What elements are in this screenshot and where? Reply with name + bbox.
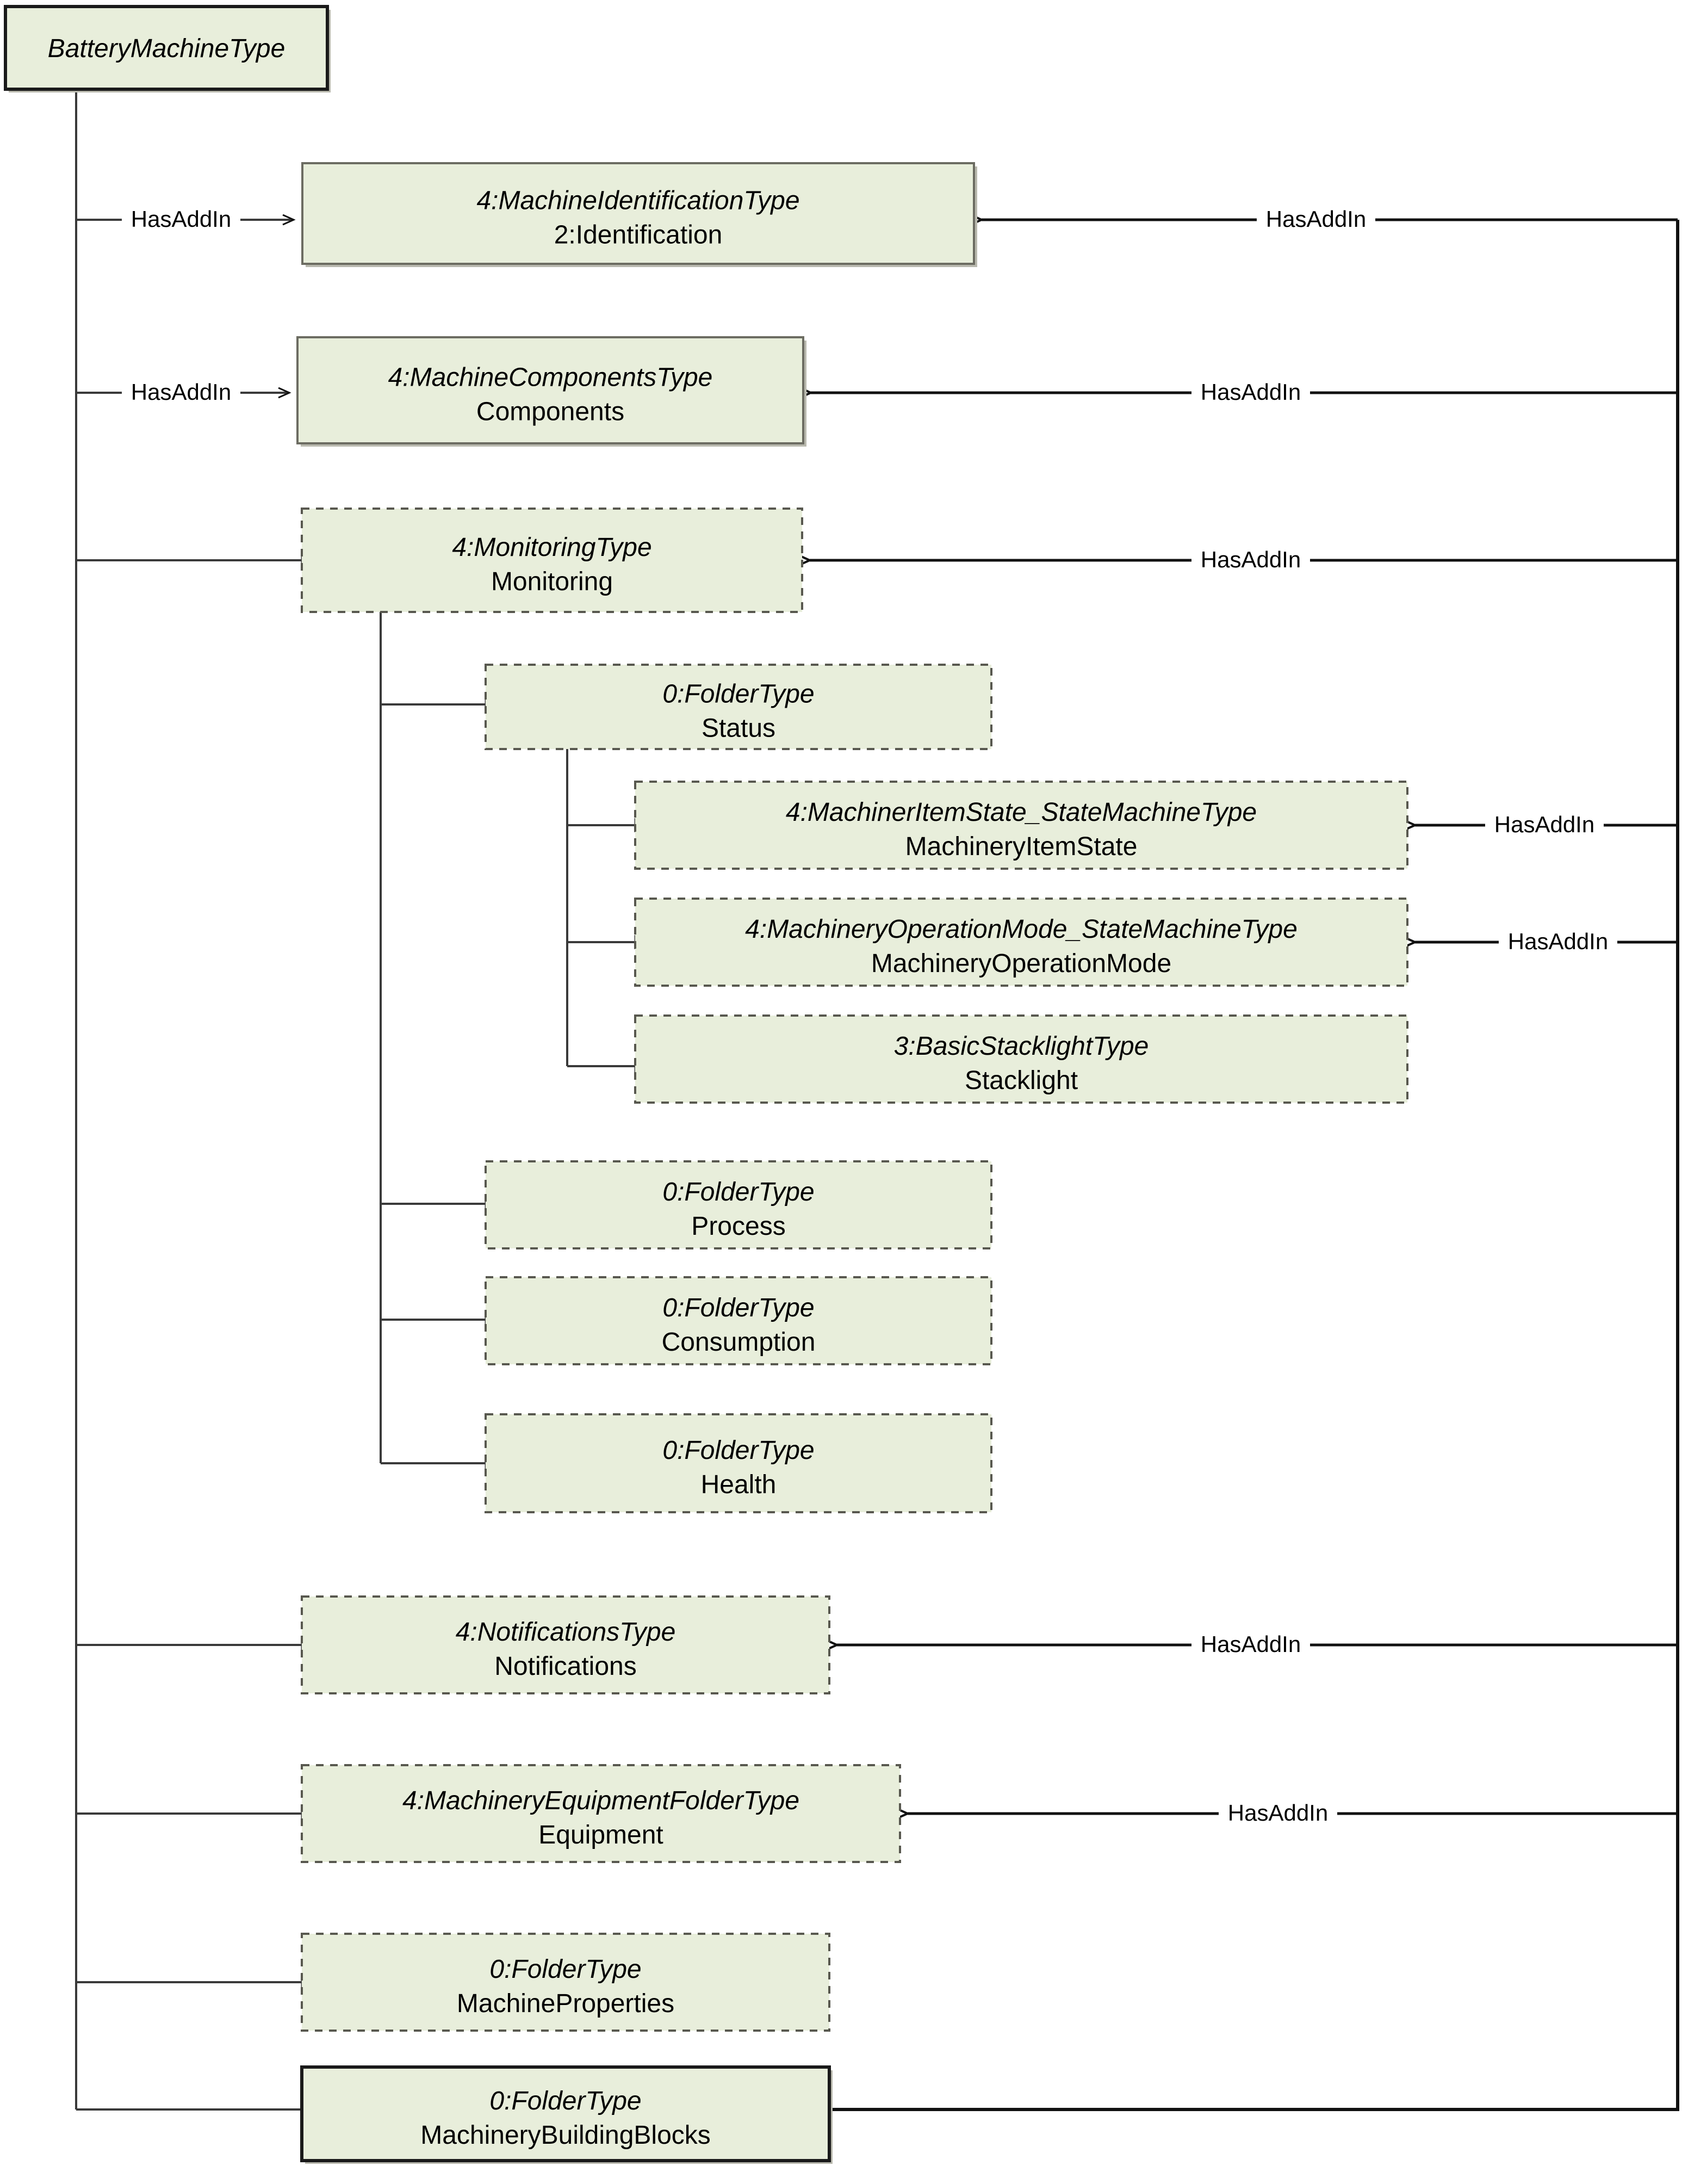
node-type-label: 0:FolderType <box>662 1436 814 1465</box>
edge-label-addin-item-state-right: HasAddIn <box>1485 809 1604 841</box>
bus-building-blocks-to-right <box>829 220 1679 2111</box>
node-type-label: 0:FolderType <box>489 2087 641 2115</box>
node-box[interactable] <box>485 664 992 750</box>
node-name-label: MachineProperties <box>457 1989 674 2018</box>
node-name-label: Health <box>701 1470 777 1499</box>
node-name-label: Status <box>702 714 775 743</box>
node-type-label: 3:BasicStacklightType <box>894 1032 1149 1061</box>
edge-label-text: HasAddIn <box>1201 1631 1301 1657</box>
node-name-label: Notifications <box>494 1652 636 1681</box>
node-name-label: MachineryOperationMode <box>871 949 1171 978</box>
node-box[interactable] <box>634 1014 1408 1104</box>
node-box[interactable] <box>301 162 975 265</box>
node-name-label: 2:Identification <box>554 221 723 250</box>
edge-label-text: HasAddIn <box>1508 929 1608 954</box>
node-type-label: 0:FolderType <box>489 1955 641 1984</box>
node-box[interactable] <box>485 1413 992 1513</box>
node-type-label: 0:FolderType <box>662 1294 814 1322</box>
edge-label-addin-identification-right: HasAddIn <box>1257 204 1375 236</box>
node-name-label: Stacklight <box>965 1066 1078 1095</box>
edge-label-addin-components-left: HasAddIn <box>122 377 240 409</box>
node-name-label: Process <box>691 1212 785 1241</box>
node-type-label: 4:MachineryOperationMode_StateMachineTyp… <box>745 915 1298 944</box>
node-box[interactable] <box>301 1595 830 1694</box>
node-type-label: 0:FolderType <box>662 1178 814 1207</box>
node-box[interactable] <box>301 1764 901 1863</box>
node-machine-identification-type[interactable]: 4:MachineIdentificationType 2:Identificat… <box>301 162 977 267</box>
node-box[interactable] <box>300 2065 831 2162</box>
node-box[interactable] <box>485 1160 992 1249</box>
node-box[interactable] <box>296 336 804 444</box>
edge-label-text: HasAddIn <box>131 206 231 232</box>
node-type-label: 4:MachineComponentsType <box>388 363 713 392</box>
edge-label-addin-notifications-right: HasAddIn <box>1191 1629 1310 1661</box>
node-type-label: 4:MonitoringType <box>452 533 651 562</box>
node-name-label: Monitoring <box>491 567 613 596</box>
node-box[interactable] <box>634 898 1408 987</box>
node-name-label: Components <box>476 398 624 426</box>
node-name-label: MachineryBuildingBlocks <box>420 2121 711 2150</box>
edge-label-addin-identification-left: HasAddIn <box>122 204 240 236</box>
node-type-label: 4:MachineryEquipmentFolderType <box>402 1786 799 1815</box>
node-machinery-item-state[interactable]: 4:MachinerItemState_StateMachineTypeMach… <box>634 781 1408 870</box>
edge-label-text: HasAddIn <box>1494 812 1594 837</box>
node-box[interactable] <box>634 781 1408 870</box>
edge-label-addin-components-right: HasAddIn <box>1191 377 1310 409</box>
edge-label-addin-equipment-right: HasAddIn <box>1219 1798 1337 1829</box>
node-type-label: BatteryMachineType <box>48 34 285 63</box>
edge-label-addin-operation-mode-right: HasAddIn <box>1499 926 1617 958</box>
node-name-label: Equipment <box>538 1821 663 1849</box>
node-name-label: MachineryItemState <box>905 832 1138 861</box>
node-box[interactable] <box>301 508 803 613</box>
edge-label-addin-monitoring-right: HasAddIn <box>1191 545 1310 576</box>
node-battery-machine-type[interactable]: BatteryMachineType <box>4 5 331 92</box>
node-type-label: 4:NotificationsType <box>456 1618 676 1647</box>
node-box[interactable] <box>485 1276 992 1365</box>
edge-label-text: HasAddIn <box>1266 206 1366 232</box>
edge-labels-layer: HasAddIn HasAddIn HasAddIn HasAddIn HasA… <box>122 204 1617 1829</box>
node-box[interactable] <box>301 1933 830 2032</box>
edge-label-text: HasAddIn <box>1201 379 1301 405</box>
node-type-label: 4:MachineIdentificationType <box>476 187 799 215</box>
node-name-label: Consumption <box>662 1328 816 1357</box>
edge-label-text: HasAddIn <box>1201 547 1301 572</box>
node-box[interactable] <box>4 5 329 91</box>
node-machinery-operation-mode[interactable]: 4:MachineryOperationMode_StateMachineTyp… <box>634 898 1408 987</box>
edge-label-text: HasAddIn <box>131 379 231 405</box>
node-type-label: 4:MachinerItemState_StateMachineType <box>786 798 1257 827</box>
nodes-layer: BatteryMachineType 4:MachineIdentificatio… <box>4 5 1408 2164</box>
edge-label-text: HasAddIn <box>1228 1800 1328 1826</box>
node-type-label: 0:FolderType <box>662 680 814 709</box>
